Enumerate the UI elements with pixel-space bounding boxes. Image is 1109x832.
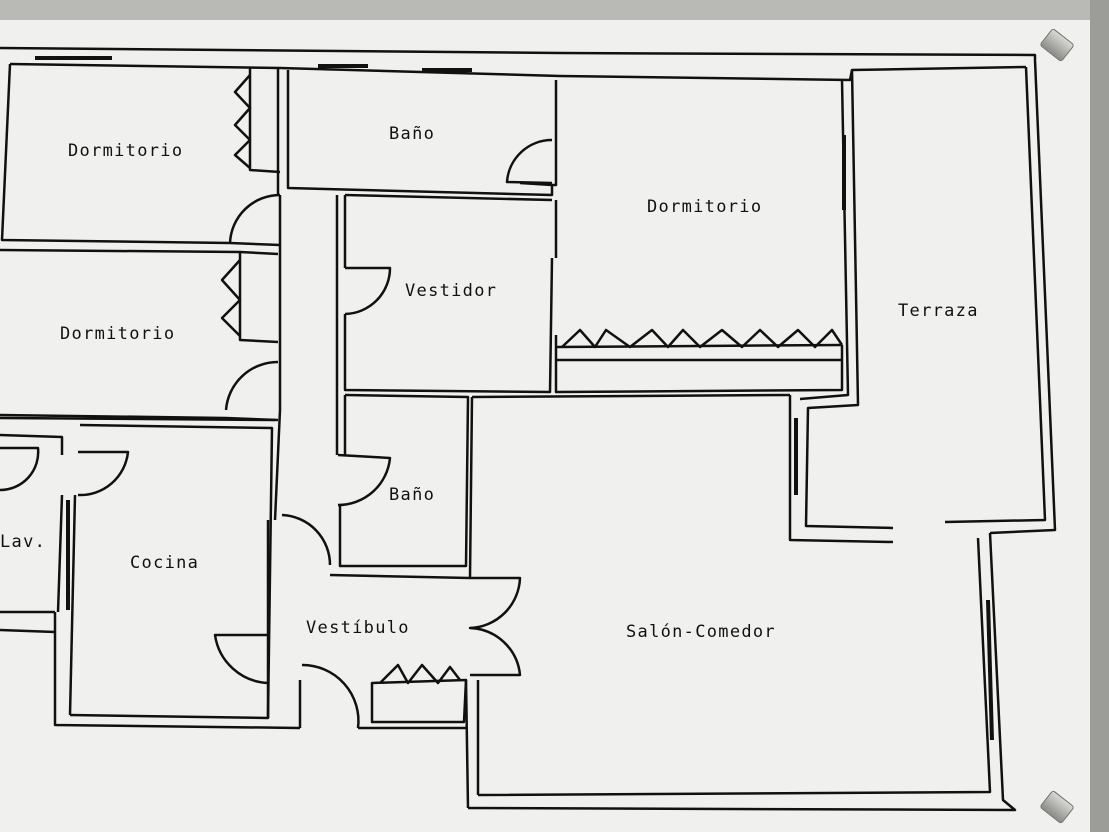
dormitorio-2-wardrobe-doors-icon xyxy=(220,259,242,337)
vestibulo-door-right xyxy=(468,576,522,677)
terraza-outer-wall xyxy=(989,59,1057,535)
window-salon-2-icon xyxy=(986,599,994,741)
lavadero-walls xyxy=(0,433,64,455)
dormitorio-2-wardrobe xyxy=(238,252,279,344)
dormitorio-2-walls xyxy=(0,248,279,256)
closet-doors-icon xyxy=(561,328,844,349)
bano-2-door xyxy=(337,453,392,507)
salon-right-wall xyxy=(467,532,1017,812)
room-label-bano-2: Baño xyxy=(389,485,436,505)
bano-2-walls xyxy=(338,393,470,568)
outer-wall-top-inner xyxy=(9,62,1027,82)
dormitorio-1-walls xyxy=(0,63,281,247)
cocina-left-wall-2 xyxy=(68,494,77,716)
wall-backdrop xyxy=(0,0,1109,22)
room-label-salon-comedor: Salón-Comedor xyxy=(626,622,776,642)
cocina-walls xyxy=(69,423,274,720)
bano-1-walls xyxy=(286,70,554,197)
vestibulo-door-left xyxy=(213,633,269,685)
room-label-terraza: Terraza xyxy=(898,301,979,321)
vestidor-walls-2 xyxy=(343,257,554,394)
room-label-lavadero: Lav. xyxy=(0,532,47,552)
dormitorio-3-wall xyxy=(552,80,558,187)
vestibulo-top xyxy=(329,573,471,580)
salon-right-wall-inner xyxy=(477,537,992,797)
cocina-outer xyxy=(0,416,276,422)
room-label-dormitorio-1: Dormitorio xyxy=(68,141,184,161)
salon-top-wall-2 xyxy=(788,395,894,544)
bano-1-door xyxy=(505,138,553,185)
terraza-left-wall xyxy=(804,69,894,530)
salon-left-wall xyxy=(468,396,474,579)
vestibulo-entry-door xyxy=(301,663,360,729)
cocina-door xyxy=(77,450,130,497)
room-label-dormitorio-3: Dormitorio xyxy=(647,197,763,217)
lavadero-door xyxy=(0,446,40,492)
vestidor-door xyxy=(344,266,392,316)
outer-wall-top xyxy=(0,46,1037,60)
room-label-cocina: Cocina xyxy=(130,553,200,573)
cocina-bottom xyxy=(53,612,301,730)
dormitorio-1-wardrobe xyxy=(248,68,281,174)
board-edge xyxy=(1090,0,1109,832)
dormitorio-1-door xyxy=(228,193,281,244)
lavadero-bottom-2 xyxy=(0,628,56,634)
room-label-vestibulo: Vestíbulo xyxy=(306,618,410,638)
vestibulo-closet xyxy=(370,678,468,724)
vestibulo-closet-doors-icon xyxy=(379,663,461,685)
dormitorio-3-bottom xyxy=(554,335,844,394)
dormitorio-1-wardrobe-doors-icon xyxy=(233,74,252,169)
dormitorio-2-door xyxy=(224,360,279,411)
terraza-inner-wall xyxy=(944,66,1047,524)
vestidor-top xyxy=(344,193,553,202)
corridor-left-lower xyxy=(273,409,282,521)
cocina-left-wall xyxy=(56,494,64,613)
room-label-bano-1: Baño xyxy=(389,124,436,144)
room-label-dormitorio-2: Dormitorio xyxy=(60,324,176,344)
salon-left-wall-lower xyxy=(464,679,470,809)
vestibulo-door-top xyxy=(281,513,332,566)
room-label-vestidor: Vestidor xyxy=(405,281,498,301)
salon-top-wall xyxy=(471,393,791,399)
